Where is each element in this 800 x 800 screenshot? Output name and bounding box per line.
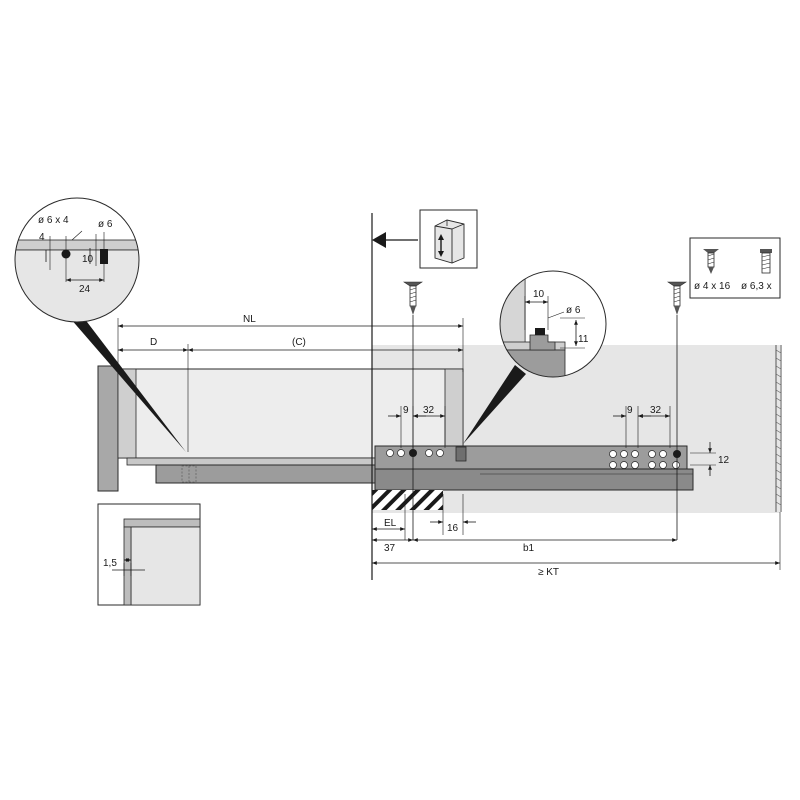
dimension-9-32-front: 9 32 [388,405,446,448]
screw-b-label: ø 6,3 x [741,281,772,292]
screw-icon-front [403,281,423,315]
drawer-runner [155,445,694,491]
left-detail-dim-24: 24 [79,284,91,295]
left-detail-dim-4: 4 [39,232,45,243]
cabinet-icon [419,209,478,269]
dimension-b1: b1 [413,538,677,554]
dim-32-rear-label: 32 [650,405,662,416]
b1-label: b1 [523,543,535,554]
center-detail-pointer [463,365,526,444]
screw-legend: ø 4 x 16 ø 6,3 x [689,237,781,299]
dim-37-label: 37 [384,543,396,554]
d-label: D [150,337,157,348]
runner-cabinet-member [374,445,688,470]
front-gap-detail: 1,5 [97,503,201,606]
dimension-12: 12 [690,442,730,476]
left-detail-hole-dia: ø 6 x 4 [38,215,69,226]
screw-icon-rear [667,281,687,315]
drawer-back-panel [444,368,464,459]
locking-clip [455,446,467,462]
drawer-side [117,368,464,459]
dim-9-front-label: 9 [403,405,409,416]
dimension-kt: ≥ KT [372,512,781,578]
left-detail-pointer [70,318,186,452]
front-reference-arrow [372,232,386,248]
left-detail-dia-6: ø 6 [98,219,113,230]
dim-16-label: 16 [447,523,459,534]
nl-label: NL [243,314,256,325]
cabinet-front-edge [372,490,443,510]
center-detail-dim-10: 10 [533,289,545,300]
runner-holes-rear [609,450,680,469]
cabinet-rear-wall [775,345,782,512]
dimension-9-32-rear: 9 32 [613,405,671,448]
left-detail-dim-10: 10 [82,254,94,265]
drawer-front-panel [97,365,119,492]
runner-slide [374,468,694,491]
dimension-d: D [118,337,189,452]
el-label: EL [384,518,397,529]
center-detail-dia-6: ø 6 [566,305,581,316]
dimension-c: (C) [188,337,463,352]
euro-screw-icon [760,249,772,274]
front-fixing-detail [181,465,197,483]
c-label: (C) [292,337,306,348]
center-detail-dim-11: 11 [578,334,589,345]
kt-label: ≥ KT [538,567,559,578]
drawer-box [97,365,464,492]
screw-a-label: ø 4 x 16 [694,281,731,292]
dimension-37: 37 [372,538,413,554]
dim-1-5-label: 1,5 [103,558,117,569]
dim-32-front-label: 32 [423,405,435,416]
dimension-nl: NL [117,314,464,372]
dimension-16: 16 [430,494,476,535]
dim-12-label: 12 [718,455,730,466]
dim-9-rear-label: 9 [627,405,633,416]
runner-holes-front [386,449,444,457]
wood-screw-icon [703,249,719,274]
